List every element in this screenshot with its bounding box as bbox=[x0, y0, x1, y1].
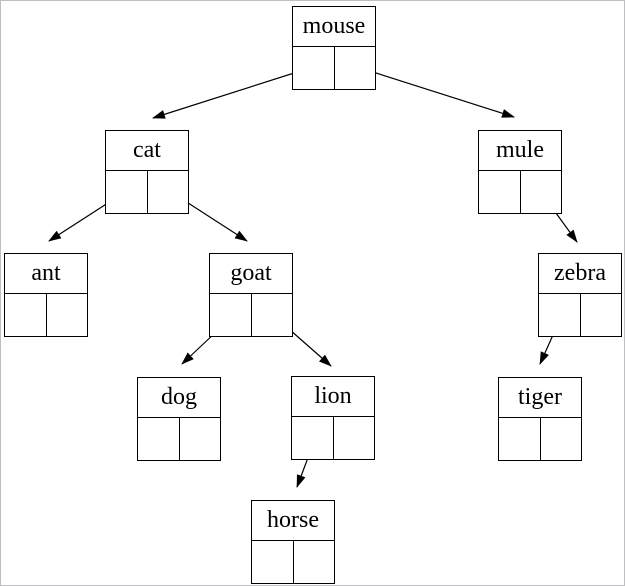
pointer-cells bbox=[209, 294, 293, 337]
right-pointer-cell bbox=[47, 294, 88, 336]
right-pointer-cell bbox=[334, 417, 375, 459]
node-label: cat bbox=[105, 130, 189, 171]
tree-node-zebra: zebra bbox=[538, 253, 622, 337]
node-label: ant bbox=[4, 253, 88, 294]
left-pointer-cell bbox=[499, 418, 541, 460]
node-label: mule bbox=[478, 130, 562, 171]
tree-node-horse: horse bbox=[251, 500, 335, 584]
left-pointer-cell bbox=[293, 47, 335, 89]
right-pointer-cell bbox=[148, 171, 189, 213]
tree-node-mule: mule bbox=[478, 130, 562, 214]
right-pointer-cell bbox=[541, 418, 582, 460]
node-label: lion bbox=[291, 376, 375, 417]
pointer-cells bbox=[478, 171, 562, 214]
pointer-cells bbox=[251, 541, 335, 584]
right-pointer-cell bbox=[294, 541, 335, 583]
node-label: horse bbox=[251, 500, 335, 541]
tree-node-mouse: mouse bbox=[292, 6, 376, 90]
pointer-cells bbox=[291, 417, 375, 460]
node-label: zebra bbox=[538, 253, 622, 294]
tree-node-tiger: tiger bbox=[498, 377, 582, 461]
left-pointer-cell bbox=[106, 171, 148, 213]
left-pointer-cell bbox=[5, 294, 47, 336]
left-pointer-cell bbox=[479, 171, 521, 213]
right-pointer-cell bbox=[581, 294, 622, 336]
right-pointer-cell bbox=[335, 47, 376, 89]
edge-mouse-right-mule bbox=[353, 65, 515, 118]
pointer-cells bbox=[498, 418, 582, 461]
pointer-cells bbox=[4, 294, 88, 337]
edge-mouse-left-cat bbox=[152, 66, 314, 119]
tree-node-dog: dog bbox=[137, 377, 221, 461]
pointer-cells bbox=[137, 418, 221, 461]
pointer-cells bbox=[105, 171, 189, 214]
left-pointer-cell bbox=[210, 294, 252, 336]
left-pointer-cell bbox=[292, 417, 334, 459]
node-label: tiger bbox=[498, 377, 582, 418]
node-label: goat bbox=[209, 253, 293, 294]
right-pointer-cell bbox=[180, 418, 221, 460]
left-pointer-cell bbox=[539, 294, 581, 336]
right-pointer-cell bbox=[521, 171, 562, 213]
pointer-cells bbox=[538, 294, 622, 337]
node-label: dog bbox=[137, 377, 221, 418]
tree-node-lion: lion bbox=[291, 376, 375, 460]
tree-node-goat: goat bbox=[209, 253, 293, 337]
left-pointer-cell bbox=[138, 418, 180, 460]
node-label: mouse bbox=[292, 6, 376, 47]
tree-node-cat: cat bbox=[105, 130, 189, 214]
right-pointer-cell bbox=[252, 294, 293, 336]
tree-node-ant: ant bbox=[4, 253, 88, 337]
left-pointer-cell bbox=[252, 541, 294, 583]
pointer-cells bbox=[292, 47, 376, 90]
